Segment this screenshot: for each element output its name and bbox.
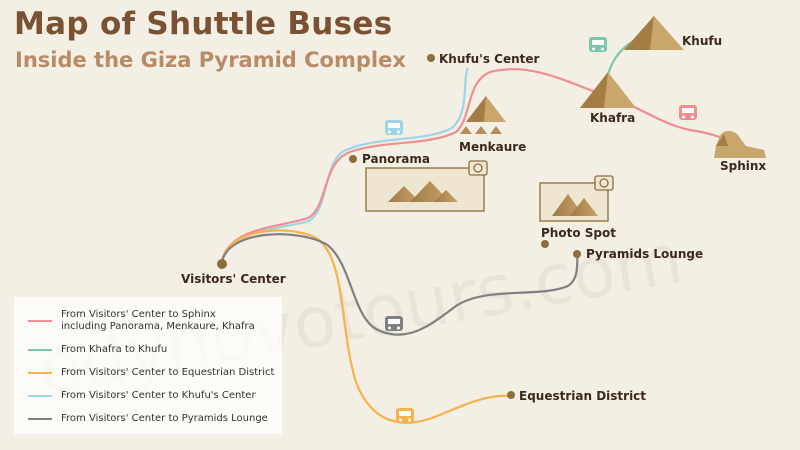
label-panorama: Panorama xyxy=(362,152,430,166)
page-subtitle: Inside the Giza Pyramid Complex xyxy=(15,48,406,72)
stop-khufus-center[interactable] xyxy=(427,54,435,62)
camera-icon xyxy=(594,175,614,191)
label-visitors-center: Visitors' Center xyxy=(181,272,286,286)
legend-item-khufu: From Khafra to Khufu xyxy=(28,344,167,356)
route-sphinx xyxy=(220,68,741,263)
legend-item-lounge: From Visitors' Center to Pyramids Lounge xyxy=(28,413,268,425)
legend-swatch xyxy=(28,320,52,322)
label-khufu: Khufu xyxy=(682,34,722,48)
label-sphinx: Sphinx xyxy=(720,159,766,173)
pyramid-icon xyxy=(434,190,458,202)
sphinx-icon xyxy=(714,130,766,158)
legend-item-khufu-center: From Visitors' Center to Khufu's Center xyxy=(28,390,256,402)
legend: From Visitors' Center to Sphinx includin… xyxy=(14,297,282,434)
legend-label: From Visitors' Center to Khufu's Center xyxy=(61,390,256,401)
stop-equestrian-district[interactable] xyxy=(507,391,515,399)
label-equestrian-district: Equestrian District xyxy=(519,389,646,403)
legend-label: From Khafra to Khufu xyxy=(61,344,168,355)
pyramid-icon xyxy=(570,198,598,216)
bus-icon xyxy=(679,105,697,120)
stop-photo-spot[interactable] xyxy=(541,240,549,248)
bus-icon xyxy=(385,120,403,135)
label-photo-spot: Photo Spot xyxy=(541,226,616,240)
pyramid-icon xyxy=(388,186,420,202)
stop-panorama[interactable] xyxy=(349,155,357,163)
page-title: Map of Shuttle Buses xyxy=(14,6,393,42)
legend-swatch xyxy=(28,418,52,420)
route-equestrian xyxy=(220,229,511,424)
route-lounge xyxy=(220,233,580,336)
khufu-pyramid-icon xyxy=(624,16,684,50)
legend-label: From Visitors' Center to Equestrian Dist… xyxy=(61,367,275,378)
label-khafra: Khafra xyxy=(590,111,635,125)
legend-swatch xyxy=(28,395,52,397)
camera-icon xyxy=(468,160,488,176)
legend-item-sphinx: From Visitors' Center to Sphinx includin… xyxy=(28,309,255,333)
legend-item-equestrian: From Visitors' Center to Equestrian Dist… xyxy=(28,367,274,379)
legend-swatch xyxy=(28,349,52,351)
legend-label: From Visitors' Center to Pyramids Lounge xyxy=(61,413,268,424)
legend-label: From Visitors' Center to Sphinx includin… xyxy=(61,309,255,332)
bus-icon xyxy=(589,37,607,52)
bus-icon xyxy=(385,316,403,331)
stop-visitors-center[interactable] xyxy=(217,259,227,269)
label-menkaure: Menkaure xyxy=(459,140,526,154)
khafra-pyramid-icon xyxy=(580,72,636,108)
route-khufu-center xyxy=(220,67,470,263)
legend-swatch xyxy=(28,372,52,374)
menkaure-pyramid-icon xyxy=(460,96,506,134)
label-pyramids-lounge: Pyramids Lounge xyxy=(586,247,703,261)
stop-pyramids-lounge[interactable] xyxy=(573,250,581,258)
bus-icon xyxy=(396,408,414,423)
label-khufus-center: Khufu's Center xyxy=(439,52,540,66)
